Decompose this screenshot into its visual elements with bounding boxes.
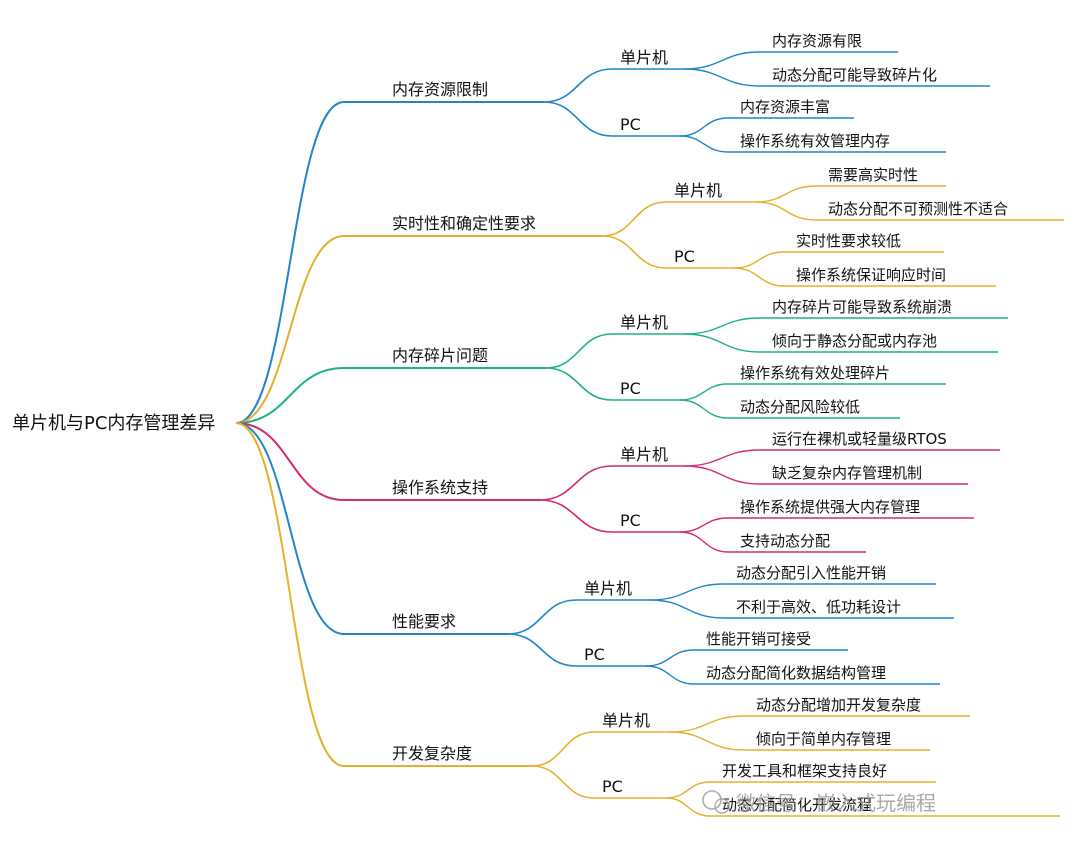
leaf-curve xyxy=(683,465,761,485)
leaf-node: 需要高实时性 xyxy=(828,166,918,184)
sub-branch-curve xyxy=(601,235,667,269)
branch-curve xyxy=(235,422,345,635)
leaf-curve xyxy=(683,333,761,353)
leaf-curve xyxy=(683,68,761,87)
leaf-curve xyxy=(669,731,745,751)
leaf-curve xyxy=(733,267,785,287)
sub-node: PC xyxy=(674,247,695,266)
sub-branch-curve xyxy=(531,731,595,767)
category-node: 实时性和确定性要求 xyxy=(392,214,536,233)
branch-curve xyxy=(235,235,345,424)
leaf-node: 内存资源丰富 xyxy=(740,98,830,116)
leaf-node: 缺乏复杂内存管理机制 xyxy=(772,464,922,482)
sub-node: PC xyxy=(620,379,641,398)
sub-node: PC xyxy=(584,645,605,664)
leaf-node: 内存资源有限 xyxy=(772,32,862,50)
leaf-node: 不利于高效、低功耗设计 xyxy=(736,598,901,616)
leaf-curve xyxy=(679,399,729,419)
leaf-curve xyxy=(755,201,817,221)
leaf-curve xyxy=(649,599,725,619)
leaf-node: 倾向于简单内存管理 xyxy=(756,730,891,748)
wechat-icon xyxy=(702,790,722,810)
sub-branch-curve xyxy=(601,201,667,237)
branch-curve xyxy=(235,101,345,424)
sub-branch-curve xyxy=(531,765,595,799)
leaf-node: 实时性要求较低 xyxy=(796,232,901,250)
watermark-text: 微信号：嵌入式玩编程 xyxy=(736,791,936,815)
category-node: 性能要求 xyxy=(392,612,456,631)
sub-node: 单片机 xyxy=(584,579,632,598)
sub-branch-curve xyxy=(545,367,613,401)
leaf-node: 运行在裸机或轻量级RTOS xyxy=(772,430,947,448)
sub-node: PC xyxy=(620,511,641,530)
sub-branch-curve xyxy=(545,333,613,369)
sub-node: 单片机 xyxy=(620,313,668,332)
sub-branch-curve xyxy=(543,68,613,103)
leaf-curve xyxy=(679,531,729,553)
leaf-node: 动态分配可能导致碎片化 xyxy=(772,66,937,84)
branch-curve xyxy=(235,367,345,424)
leaf-node: 性能开销可接受 xyxy=(706,630,811,648)
leaf-curve xyxy=(679,517,729,533)
leaf-node: 操作系统保证响应时间 xyxy=(796,266,946,284)
leaf-node: 操作系统提供强大内存管理 xyxy=(740,498,920,516)
root-node: 单片机与PC内存管理差异 xyxy=(12,413,215,434)
sub-branch-curve xyxy=(543,101,613,137)
category-node: 操作系统支持 xyxy=(392,478,488,497)
sub-node: 单片机 xyxy=(602,711,650,730)
sub-branch-curve xyxy=(539,465,613,501)
branch-curve xyxy=(235,422,345,767)
leaf-node: 操作系统有效管理内存 xyxy=(740,132,890,150)
leaf-node: 内存碎片可能导致系统崩溃 xyxy=(772,298,952,316)
sub-branch-curve xyxy=(507,633,577,667)
node-labels: 单片机与PC内存管理差异内存资源限制单片机内存资源有限动态分配可能导致碎片化PC… xyxy=(12,32,1008,814)
sub-node: 单片机 xyxy=(674,181,722,200)
category-node: 内存碎片问题 xyxy=(392,346,488,365)
category-node: 内存资源限制 xyxy=(392,80,488,99)
leaf-curve xyxy=(679,383,729,401)
leaf-node: 动态分配不可预测性不适合 xyxy=(828,200,1008,218)
sub-node: 单片机 xyxy=(620,445,668,464)
leaf-curve xyxy=(683,317,761,335)
leaf-curve xyxy=(683,51,761,70)
branch-curve xyxy=(235,422,345,501)
leaf-curve xyxy=(645,649,695,667)
leaf-node: 动态分配增加开发复杂度 xyxy=(756,696,921,714)
leaf-node: 操作系统有效处理碎片 xyxy=(740,364,890,382)
leaf-node: 倾向于静态分配或内存池 xyxy=(772,332,937,350)
leaf-curve xyxy=(665,797,711,817)
leaf-node: 开发工具和框架支持良好 xyxy=(722,762,887,780)
leaf-node: 动态分配引入性能开销 xyxy=(736,564,886,582)
connector-lines xyxy=(235,51,1064,817)
leaf-curve xyxy=(683,449,761,467)
leaf-curve xyxy=(679,117,729,137)
sub-branch-curve xyxy=(539,499,613,533)
leaf-curve xyxy=(665,781,711,799)
leaf-curve xyxy=(645,665,695,685)
sub-branch-curve xyxy=(507,599,577,635)
leaf-node: 动态分配风险较低 xyxy=(740,398,860,416)
category-node: 开发复杂度 xyxy=(392,744,472,763)
wechat-icon-bubble xyxy=(714,798,730,814)
leaf-node: 支持动态分配 xyxy=(740,532,830,550)
leaf-curve xyxy=(733,251,785,269)
leaf-node: 动态分配简化开发流程 xyxy=(722,796,872,814)
leaf-curve xyxy=(669,715,745,733)
leaf-curve xyxy=(649,583,725,601)
leaf-curve xyxy=(755,185,817,203)
leaf-curve xyxy=(679,135,729,153)
leaf-node: 动态分配简化数据结构管理 xyxy=(706,664,886,682)
sub-node: PC xyxy=(620,115,641,134)
watermark: 微信号：嵌入式玩编程 xyxy=(702,790,936,815)
sub-node: 单片机 xyxy=(620,48,668,67)
sub-node: PC xyxy=(602,777,623,796)
